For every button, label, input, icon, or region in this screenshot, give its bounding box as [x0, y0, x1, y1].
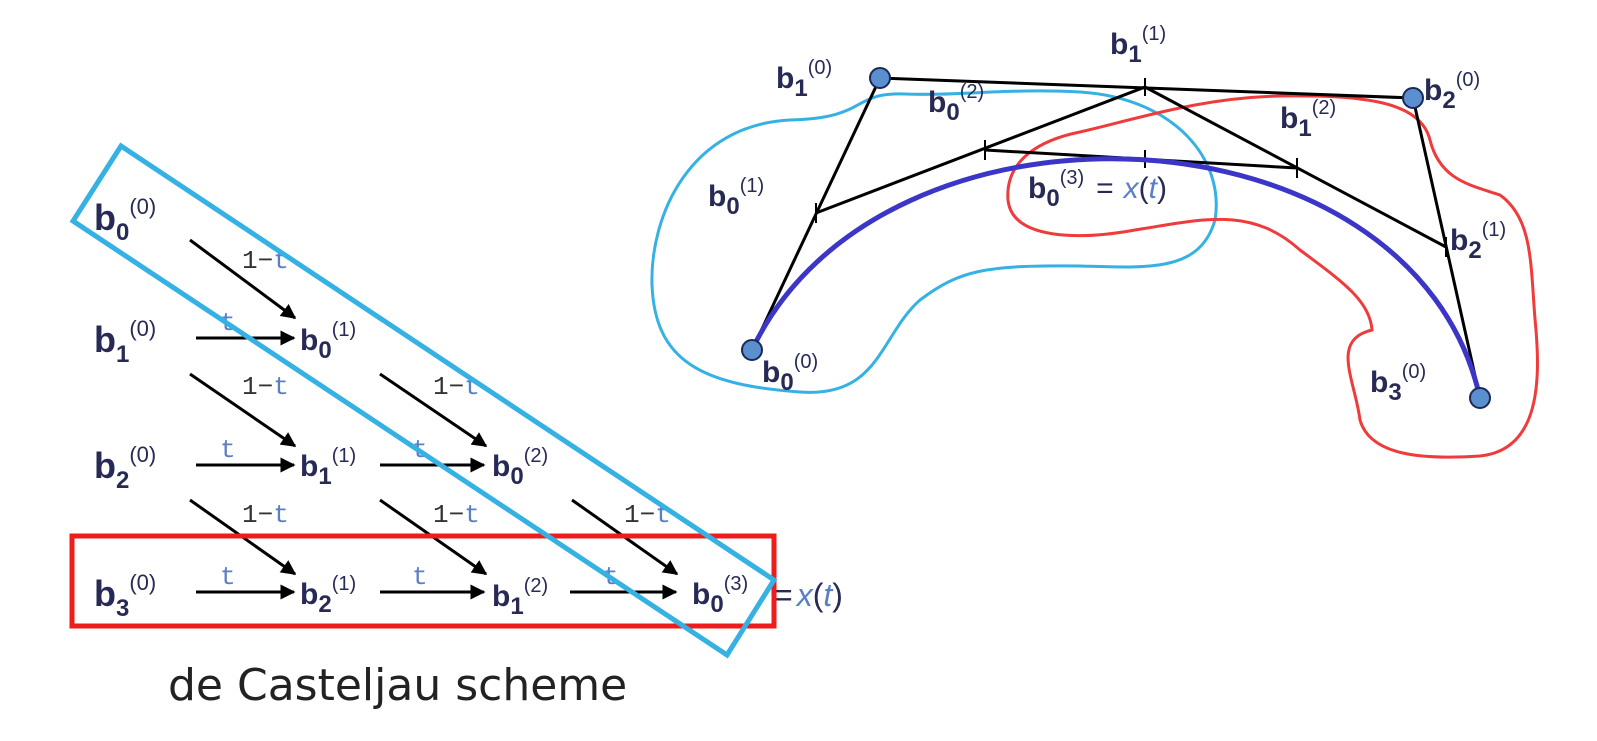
curve-label-b1-0: b1(0) — [776, 57, 832, 102]
node-b1-0: b1(0) — [94, 316, 156, 368]
curve-label-b1-1: b1(1) — [1110, 23, 1166, 68]
weight-t: t — [220, 435, 236, 465]
bezier-curve — [749, 156, 1483, 399]
curve-label-b0-0: b0(0) — [762, 351, 818, 396]
highlight-blue-diagonal — [69, 142, 778, 659]
node-b1-1: b1(1) — [300, 445, 356, 490]
scheme-arrows — [189, 238, 679, 600]
scheme-result-x-of-t: =x(t) — [774, 577, 843, 613]
weight-1mt: 1−t — [242, 500, 289, 530]
weight-1mt: 1−t — [242, 372, 289, 402]
blob-blue — [650, 89, 1218, 394]
node-b3-0: b3(0) — [94, 570, 156, 622]
node-b0-3: b0(3) — [692, 573, 748, 618]
node-b0-1: b0(1) — [300, 319, 356, 364]
scheme-diagram: 1−t 1−t 1−t 1−t 1−t 1−t t t t t t t b0(0… — [69, 142, 843, 711]
scheme-caption: de Casteljau scheme — [168, 660, 627, 711]
node-b0-2: b0(2) — [492, 445, 548, 490]
level1-segment-a — [815, 85, 1146, 215]
control-point-b2 — [1402, 87, 1424, 109]
curve-diagram: b0(0) b1(0) b2(0) b3(0) b0(1) b1(1) b2(1… — [650, 23, 1539, 459]
weight-t: t — [412, 562, 428, 592]
control-points — [741, 67, 1491, 409]
curve-labels: b0(0) b1(0) b2(0) b3(0) b0(1) b1(1) b2(1… — [708, 23, 1506, 406]
control-point-b3 — [1469, 387, 1491, 409]
weights-one-minus-t: 1−t 1−t 1−t 1−t 1−t 1−t — [242, 246, 671, 530]
curve-label-b3-0: b3(0) — [1370, 361, 1426, 406]
arrow-diag-b10-b11 — [189, 372, 297, 448]
curve-label-b0-1: b0(1) — [708, 175, 764, 220]
arrow-diag-b00-b01 — [189, 238, 297, 320]
weight-t: t — [220, 562, 236, 592]
curve-label-b2-0: b2(0) — [1424, 69, 1480, 114]
curve-label-b0-3-equals-x-of-t: b0(3)=x(t) — [1028, 167, 1167, 212]
weight-1mt: 1−t — [433, 372, 480, 402]
control-point-b1 — [869, 67, 891, 89]
arrow-diag-b01-b02 — [379, 372, 488, 448]
node-b2-1: b2(1) — [300, 573, 356, 618]
node-b2-0: b2(0) — [94, 442, 156, 494]
curve-label-b1-2: b1(2) — [1280, 97, 1336, 142]
curve-label-b0-2: b0(2) — [928, 81, 984, 126]
weight-1mt: 1−t — [242, 246, 289, 276]
control-point-b0 — [741, 339, 763, 361]
blob-red — [1006, 94, 1539, 459]
node-b0-0: b0(0) — [94, 194, 156, 246]
curve-label-b2-1: b2(1) — [1450, 219, 1506, 264]
node-b1-2: b1(2) — [492, 575, 548, 620]
weight-1mt: 1−t — [433, 500, 480, 530]
scheme-nodes: b0(0) b1(0) b0(1) b2(0) b1(1) b0(2) b3(0… — [94, 194, 843, 622]
